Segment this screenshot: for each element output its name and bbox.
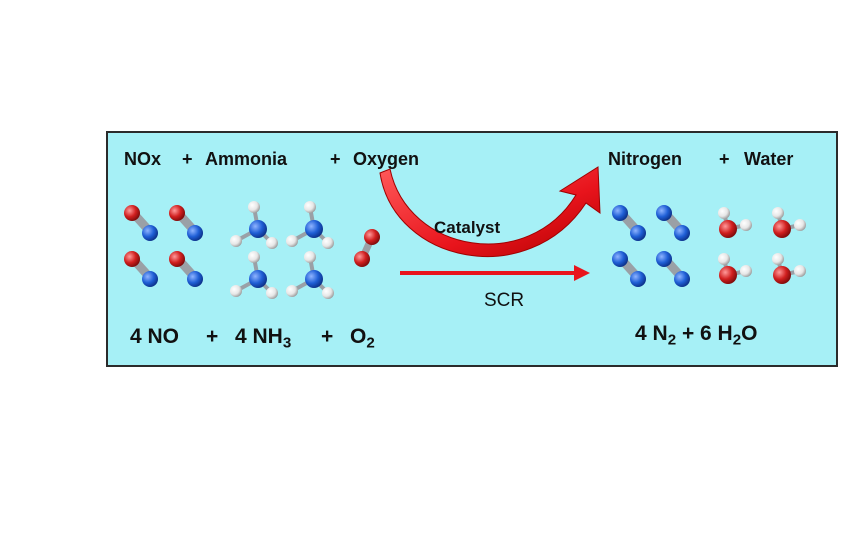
plus-sign: + [206,325,219,348]
o2-molecule [354,229,380,267]
eq-term-o2: O2 [350,325,375,352]
water-molecule [718,207,752,238]
ammonia-molecule [286,201,334,249]
label-water: Water [744,149,794,169]
plus-sign: + [719,149,730,169]
catalyst-arrow [379,166,601,257]
no-molecule [124,205,158,241]
label-catalyst: Catalyst [434,218,501,237]
molecule-artwork [124,166,806,299]
no-molecule [169,251,203,287]
ammonia-molecule [230,201,278,249]
eq-products: 4 N2 + 6 H2O [635,322,758,349]
label-nitrogen: Nitrogen [608,149,682,169]
label-oxygen: Oxygen [353,149,420,169]
plus-sign: + [321,325,334,348]
eq-term-nh3: 4 NH3 [235,325,292,352]
water-molecule [718,253,752,284]
no-molecule [124,251,158,287]
label-scr: SCR [484,290,525,311]
plus-sign: + [182,149,193,169]
label-ammonia: Ammonia [205,149,288,169]
n2-molecule [656,205,690,241]
plus-sign: + [330,149,341,169]
n2-molecule [656,251,690,287]
n2-molecule [612,251,646,287]
n2-molecule [612,205,646,241]
no-molecule [169,205,203,241]
eq-term-no: 4 NO [130,325,180,348]
label-nox: NOx [124,149,162,169]
water-molecule [772,207,806,238]
scr-arrow [400,265,590,281]
ammonia-molecule [286,251,334,299]
water-molecule [772,253,806,284]
reaction-panel: NOx + Ammonia + Oxygen Nitrogen + Water … [106,131,838,367]
ammonia-molecule [230,251,278,299]
